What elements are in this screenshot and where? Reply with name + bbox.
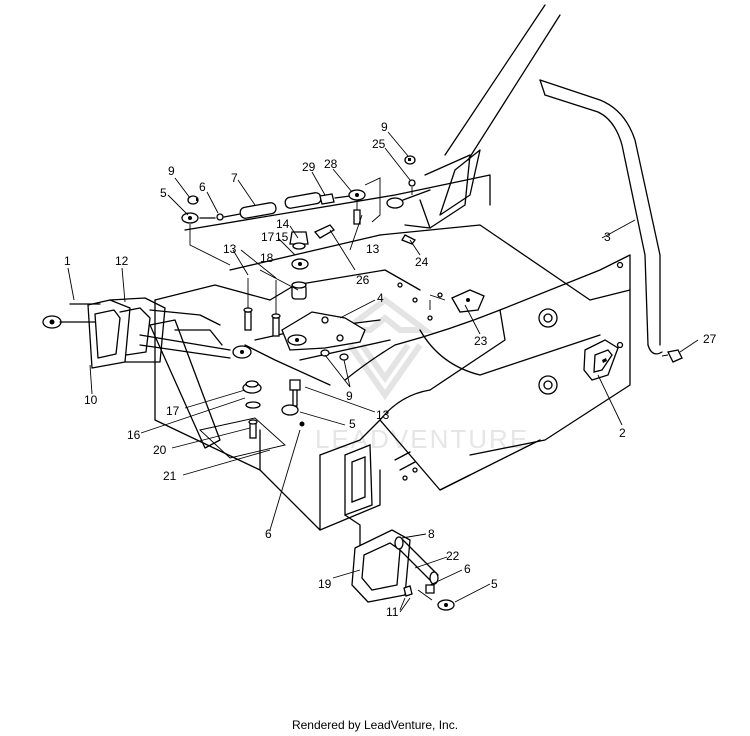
console-arch — [539, 79, 663, 355]
callout-label-8: 8 — [428, 527, 435, 541]
callout-label-6c: 6 — [464, 562, 471, 576]
lower-left-parts — [199, 379, 305, 459]
callout-label-26: 26 — [356, 273, 370, 287]
left-pedal-assembly — [42, 297, 252, 449]
callout-label-14: 14 — [276, 217, 290, 231]
callout-label-19: 19 — [318, 577, 332, 591]
callout-label-9c: 9 — [346, 389, 353, 403]
callout-label-17b: 17 — [166, 404, 180, 418]
callout-label-9: 9 — [168, 164, 175, 178]
upper-linkage — [181, 177, 381, 266]
callout-label-15: 15 — [275, 230, 289, 244]
callout-label-18: 18 — [260, 251, 274, 265]
callout-label-23: 23 — [474, 334, 488, 348]
callout-label-17: 17 — [261, 230, 275, 244]
callout-label-5: 5 — [160, 186, 167, 200]
callout-label-6: 6 — [199, 180, 206, 194]
main-frame — [154, 174, 631, 531]
callout-label-27: 27 — [703, 332, 717, 346]
leader-lines — [67, 131, 699, 611]
steering-column — [404, 4, 561, 229]
callout-label-11: 11 — [386, 605, 399, 619]
steering-link — [386, 155, 431, 209]
callout-label-2: 2 — [619, 426, 626, 440]
callout-label-9b: 9 — [381, 120, 388, 134]
callout-label-20: 20 — [153, 443, 167, 457]
callout-label-29: 29 — [302, 160, 316, 174]
callout-label-21: 21 — [163, 469, 177, 483]
bracket-23 — [401, 234, 485, 313]
callout-label-10: 10 — [84, 393, 98, 407]
callout-label-13b: 13 — [366, 242, 380, 256]
callout-label-1: 1 — [64, 254, 71, 268]
callout-label-7: 7 — [231, 171, 238, 185]
front-pedal-assembly — [344, 444, 455, 613]
callout-label-3: 3 — [604, 230, 611, 244]
pivot-plate — [281, 311, 366, 361]
callout-label-24: 24 — [415, 255, 429, 269]
callout-label-16: 16 — [127, 428, 141, 442]
rendered-by-footer: Rendered by LeadVenture, Inc. — [291, 718, 459, 732]
callout-labels: 1 12 10 9 5 6 7 29 28 9 25 3 14 15 17 13… — [64, 120, 717, 619]
callout-label-13: 13 — [223, 242, 237, 256]
watermark-logo: LEADVENTURE — [315, 296, 529, 454]
callout-label-22: 22 — [446, 549, 460, 563]
callout-label-28: 28 — [324, 157, 338, 171]
callout-label-12: 12 — [115, 254, 129, 268]
callout-label-13c: 13 — [376, 408, 390, 422]
callout-label-5c: 5 — [491, 577, 498, 591]
callout-label-25: 25 — [372, 137, 386, 151]
bolt-27 — [661, 349, 683, 363]
center-bracket-parts — [243, 224, 335, 337]
callout-label-4: 4 — [377, 291, 384, 305]
watermark-text: LEADVENTURE — [315, 424, 529, 454]
callout-label-5b: 5 — [349, 417, 356, 431]
switch-2 — [583, 339, 619, 381]
callout-label-6b: 6 — [265, 527, 272, 541]
